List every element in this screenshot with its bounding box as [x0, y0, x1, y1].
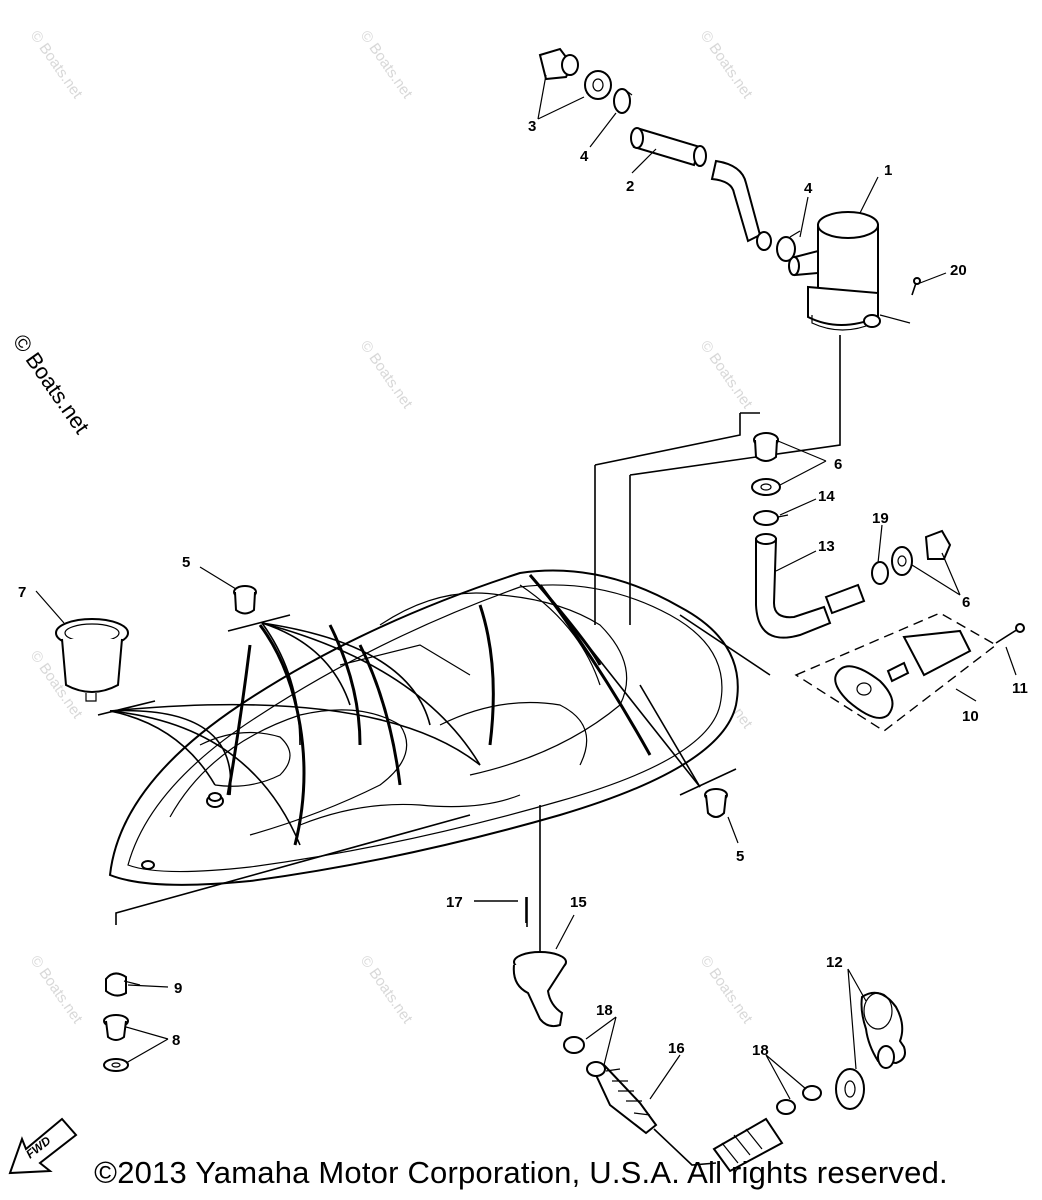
clamp-19	[871, 561, 889, 585]
clamps-18	[563, 1036, 822, 1115]
watermark: © Boats.net	[27, 28, 86, 103]
hose-13	[755, 533, 866, 639]
thru-hull-fitting-top	[538, 47, 633, 114]
callout-label: 5	[736, 848, 744, 865]
callout-label: 17	[446, 894, 463, 911]
callout-label: 9	[174, 980, 182, 997]
callout-label: 3	[528, 118, 536, 135]
drain-plug-9	[105, 972, 141, 997]
callout-label: 8	[172, 1032, 180, 1049]
drain-plug-8	[103, 1014, 129, 1072]
grommet-on-hull	[208, 792, 222, 802]
callout-label: 14	[818, 488, 835, 505]
thru-hull-fitting-6-right	[891, 529, 952, 576]
callout-label: 2	[626, 178, 634, 195]
hose-lower	[653, 1117, 784, 1173]
callout-label: 13	[818, 538, 835, 555]
bilge-pump	[788, 211, 881, 331]
callout-label: 12	[826, 954, 843, 971]
watermark: © Boats.net	[697, 338, 756, 413]
callout-leaders	[35, 74, 1017, 1100]
callout-label: 15	[570, 894, 587, 911]
hose-top	[630, 127, 772, 251]
grommet-5-top	[233, 585, 257, 615]
callout-label: 4	[804, 180, 813, 197]
watermark: © Boats.net	[357, 28, 416, 103]
callout-label: 1	[884, 162, 892, 179]
copyright-notice: ©2013 Yamaha Motor Corporation, U.S.A. A…	[94, 1155, 948, 1190]
callout-label: 5	[182, 554, 190, 571]
watermark: © Boats.net	[697, 28, 756, 103]
grommet-5-bottom	[704, 788, 728, 818]
callout-label: 20	[950, 262, 967, 279]
callout-label: 18	[596, 1002, 613, 1019]
watermark: © Boats.net	[357, 338, 416, 413]
watermark: © Boats.net	[357, 953, 416, 1028]
callout-label: 6	[962, 594, 970, 611]
callout-label: 11	[1012, 680, 1028, 697]
screw-20	[911, 277, 921, 296]
watermark: © Boats.net	[697, 953, 756, 1028]
screw-17	[474, 897, 527, 923]
thru-hull-fitting-6-top	[751, 432, 789, 526]
leader-lines	[97, 335, 841, 955]
callout-label: 18	[752, 1042, 769, 1059]
switch-assembly-10	[794, 612, 998, 732]
watermark-primary: © Boats.net	[8, 330, 95, 439]
hose-16	[594, 1063, 658, 1135]
callout-label: 6	[834, 456, 842, 473]
callout-label: 7	[18, 584, 26, 601]
fwd-arrow-icon: FWD	[8, 1117, 78, 1175]
callout-labels: 1 2 3 4 4 5 5 6 6 7 8 9 10 11 12 13 14 1…	[18, 118, 1028, 1059]
callout-label: 4	[580, 148, 589, 165]
hose-clamp	[776, 230, 801, 262]
callout-label: 10	[962, 708, 979, 725]
strainer-15	[512, 897, 567, 1028]
callout-label: 19	[872, 510, 889, 527]
watermark: © Boats.net	[27, 953, 86, 1028]
screw-11	[995, 623, 1025, 644]
callout-label: 16	[668, 1040, 685, 1057]
thru-hull-fitting-12	[835, 991, 906, 1110]
cup-holder-7	[55, 618, 129, 702]
